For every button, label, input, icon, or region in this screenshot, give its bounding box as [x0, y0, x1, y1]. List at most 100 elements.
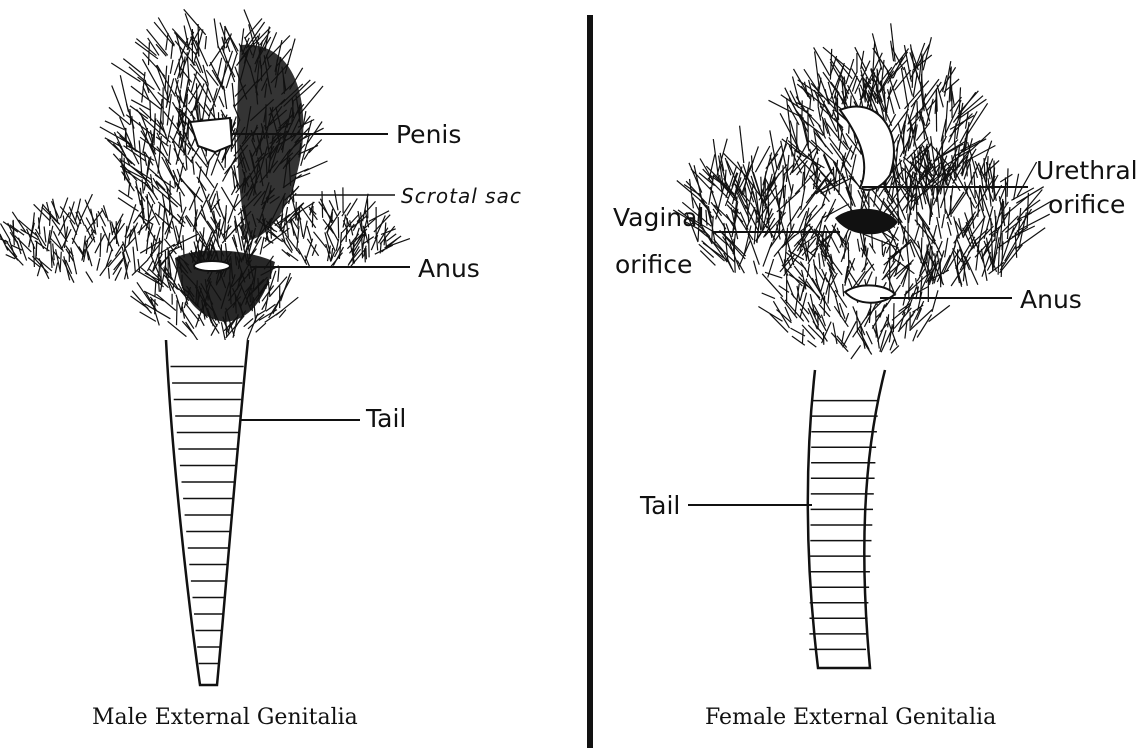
- fur-stroke: [945, 238, 948, 257]
- fur-stroke: [100, 233, 101, 257]
- fur-stroke: [145, 80, 149, 93]
- fur-stroke: [794, 69, 810, 97]
- fur-stroke: [1007, 168, 1008, 196]
- fur-stroke: [801, 186, 805, 210]
- fur-stroke: [754, 261, 758, 275]
- label-female-tail: Tail: [640, 493, 680, 518]
- fur-stroke: [338, 217, 339, 239]
- fur-stroke: [156, 44, 166, 56]
- fur-stroke: [95, 234, 105, 253]
- fur-stroke: [882, 240, 890, 247]
- fur-stroke: [873, 48, 890, 74]
- fur-stroke: [758, 307, 782, 322]
- fur-stroke: [932, 290, 938, 312]
- fur-stroke: [770, 130, 777, 169]
- fur-stroke: [779, 286, 789, 293]
- fur-stroke: [140, 312, 156, 322]
- label-male-tail: Tail: [366, 406, 406, 431]
- fur-stroke: [188, 118, 189, 139]
- fur-stroke: [177, 163, 184, 192]
- fur-stroke: [286, 216, 288, 237]
- fur-stroke: [200, 212, 214, 233]
- fur-stroke: [217, 201, 224, 220]
- fur-stroke: [346, 218, 347, 242]
- fur-stroke: [762, 199, 763, 230]
- fur-stroke: [159, 204, 161, 217]
- fur-stroke: [862, 263, 868, 273]
- fur-stroke: [197, 177, 206, 191]
- fur-stroke: [171, 43, 173, 59]
- fur-stroke: [823, 47, 850, 70]
- fur-stroke: [947, 192, 964, 218]
- fur-stroke: [825, 208, 834, 222]
- fur-stroke: [109, 107, 130, 124]
- fur-stroke: [44, 227, 46, 243]
- fur-stroke: [802, 172, 803, 186]
- fur-stroke: [887, 317, 898, 346]
- fur-stroke: [890, 339, 895, 350]
- fur-stroke: [128, 183, 129, 196]
- fur-stroke: [853, 306, 865, 335]
- label-male-penis: Penis: [396, 122, 461, 147]
- fur-stroke: [808, 325, 823, 340]
- fur-stroke: [300, 86, 323, 114]
- male-penis-outline: [190, 118, 232, 152]
- fur-stroke: [210, 62, 225, 91]
- fur-stroke: [866, 246, 867, 256]
- fur-stroke: [282, 249, 290, 256]
- fur-stroke: [145, 119, 171, 142]
- fur-stroke: [259, 310, 277, 321]
- fur-stroke: [222, 60, 227, 85]
- fur-stroke: [327, 232, 336, 251]
- fur-stroke: [158, 274, 159, 292]
- fur-stroke: [287, 252, 299, 260]
- fur-stroke: [63, 216, 65, 238]
- fur-stroke: [917, 101, 918, 118]
- fur-stroke: [131, 86, 161, 109]
- fur-stroke: [951, 195, 952, 217]
- fur-stroke: [303, 221, 307, 239]
- fur-stroke: [192, 157, 194, 175]
- fur-stroke: [845, 313, 849, 323]
- fur-stroke: [937, 217, 941, 239]
- fur-stroke: [268, 231, 283, 242]
- caption-female: Female External Genitalia: [705, 707, 996, 729]
- fur-stroke: [1000, 174, 1012, 182]
- male-anus-shape: [194, 261, 230, 271]
- fur-stroke: [128, 204, 136, 228]
- fur-stroke: [85, 200, 95, 224]
- fur-stroke: [170, 181, 171, 216]
- male-diagram: [0, 9, 410, 685]
- fur-stroke: [169, 145, 171, 164]
- female-fur: [673, 23, 1052, 359]
- fur-stroke: [386, 236, 401, 247]
- fur-stroke: [126, 128, 127, 149]
- fur-stroke: [158, 18, 174, 46]
- fur-stroke: [365, 248, 366, 262]
- fur-stroke: [146, 231, 148, 254]
- fur-stroke: [304, 161, 327, 171]
- fur-stroke: [868, 53, 883, 84]
- fur-stroke: [913, 330, 918, 342]
- fur-stroke: [1000, 180, 1008, 201]
- label-female-urethral-line2: orifice: [1048, 192, 1125, 217]
- fur-stroke: [247, 313, 258, 340]
- fur-stroke: [180, 192, 182, 213]
- fur-stroke: [878, 318, 888, 342]
- fur-stroke: [794, 266, 802, 277]
- fur-stroke: [770, 314, 788, 333]
- fur-stroke: [182, 306, 184, 318]
- fur-stroke: [3, 222, 18, 233]
- fur-stroke: [183, 79, 188, 108]
- fur-stroke: [219, 96, 224, 107]
- female-anus-shape: [845, 285, 895, 302]
- label-female-vaginal-line1: Vaginal: [613, 205, 704, 230]
- fur-stroke: [782, 265, 803, 286]
- fur-stroke: [1027, 193, 1028, 228]
- fur-stroke: [97, 213, 98, 227]
- fur-stroke: [329, 200, 337, 216]
- fur-stroke: [953, 92, 975, 122]
- fur-stroke: [222, 51, 233, 83]
- fur-stroke: [942, 214, 945, 228]
